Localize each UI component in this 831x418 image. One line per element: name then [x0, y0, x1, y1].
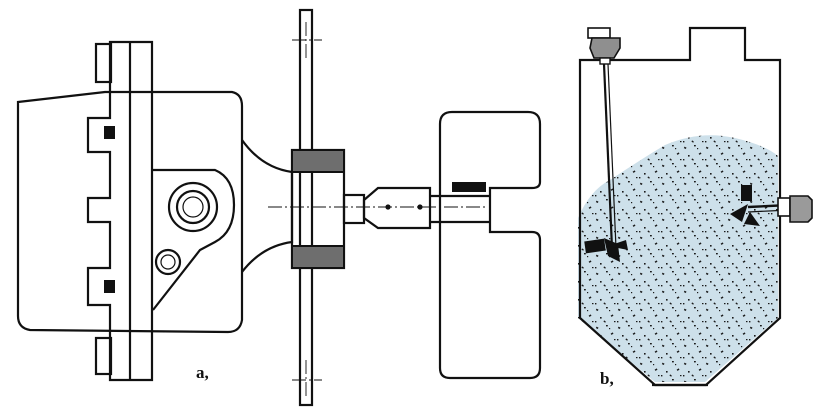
shaft-collar: [342, 193, 366, 225]
hub-band-top: [291, 149, 345, 173]
hub-band-bottom: [291, 245, 345, 269]
housing-fin: [94, 336, 113, 376]
paddle-vane: [438, 110, 542, 380]
neck-flare: [241, 139, 294, 273]
mounting-plate: [86, 40, 154, 382]
bulk-material: [578, 135, 778, 382]
label-b: b,: [600, 369, 614, 388]
switch-side-view: a,: [16, 8, 542, 407]
small-port: [154, 248, 182, 276]
screw-icon: [104, 280, 115, 293]
silo-view: b,: [578, 26, 813, 388]
switch-housing: [16, 90, 244, 334]
top-mounted-switch: [584, 27, 628, 262]
shaft-coupling: [362, 186, 432, 230]
side-mounted-switch: [730, 185, 813, 226]
cable-gland: [167, 181, 219, 233]
silo-wall: [578, 26, 782, 387]
cable-boss: [152, 168, 236, 311]
label-a: a,: [196, 363, 209, 382]
housing-fin: [94, 42, 113, 84]
vane-clamp: [452, 182, 486, 192]
screw-icon: [104, 126, 115, 139]
process-flange: [298, 8, 314, 407]
